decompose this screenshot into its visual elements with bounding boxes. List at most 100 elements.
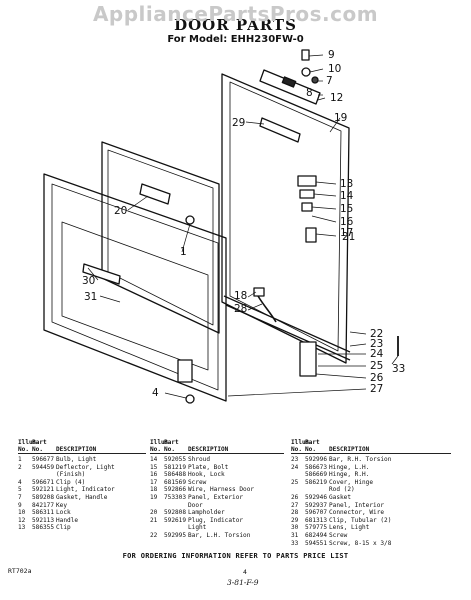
part-number: 596671 xyxy=(32,478,55,486)
interior-panel-recess xyxy=(61,221,209,371)
ordering-note: FOR ORDERING INFORMATION REFER TO PARTS … xyxy=(122,552,349,560)
shroud xyxy=(297,175,317,187)
indicator-plug xyxy=(305,227,317,243)
callout-27: 27 xyxy=(370,383,383,395)
light-lens xyxy=(82,263,121,285)
part-number xyxy=(32,471,56,479)
description-header: DESCRIPTION xyxy=(188,446,229,453)
key xyxy=(301,49,310,61)
callout-17: 17 xyxy=(340,227,353,239)
wire-harness xyxy=(257,295,277,323)
callout-16: 16 xyxy=(340,216,354,228)
illus-no: 29 xyxy=(291,516,299,524)
callout-7: 7 xyxy=(326,75,333,87)
illus-no: 19 xyxy=(150,493,158,501)
part-number: 592995 xyxy=(164,531,187,539)
page-title: DOOR PARTS xyxy=(174,16,297,34)
part-description: Door xyxy=(188,501,203,509)
page-number: 4 xyxy=(243,568,247,576)
callout-4: 4 xyxy=(152,387,159,399)
part-number: 681313 xyxy=(305,516,328,524)
callout-26: 26 xyxy=(370,372,384,384)
part-no-header: Part No. xyxy=(164,439,179,453)
part-description: Cover, Hinge xyxy=(329,478,374,486)
illus-no: 1 xyxy=(18,456,22,463)
illus-no-header: Illus. No. xyxy=(291,439,314,453)
callout-30: 30 xyxy=(82,275,95,287)
illus-no: 9 xyxy=(18,501,22,509)
bolt-plate xyxy=(299,189,315,199)
part-description: Screw xyxy=(329,531,348,539)
parts-header: Illus. No. Part No. DESCRIPTION xyxy=(291,437,451,454)
part-number: 592996 xyxy=(305,456,328,463)
part-description: Light xyxy=(188,524,207,532)
illus-no xyxy=(18,471,32,479)
part-number: 592946 xyxy=(305,493,328,501)
part-number: 586355 xyxy=(32,524,55,532)
exterior-panel xyxy=(221,73,350,364)
part-description: Plate, Bolt xyxy=(188,463,229,471)
callout-22: 22 xyxy=(370,328,383,340)
part-number: 592619 xyxy=(164,516,187,524)
part-description: Connector, Wire xyxy=(329,509,385,517)
illus-no: 13 xyxy=(18,524,26,532)
gasket-frame xyxy=(101,141,220,334)
illus-no: 31 xyxy=(291,531,299,539)
description-header: DESCRIPTION xyxy=(56,446,97,453)
document-id: RT702a xyxy=(8,567,32,575)
parts-row: Door xyxy=(150,502,284,510)
part-description: Hinge, R.H. xyxy=(329,471,370,479)
gasket-frame-inner xyxy=(107,149,214,326)
illus-no: 2 xyxy=(18,463,22,471)
illus-no: 5 xyxy=(18,486,22,494)
illus-no: 33 xyxy=(291,539,299,547)
part-number: 592055 xyxy=(164,456,187,463)
part-description: Lampholder xyxy=(188,509,225,517)
illus-no: 10 xyxy=(18,509,26,517)
callout-24: 24 xyxy=(370,348,384,360)
illus-no: 30 xyxy=(291,524,299,532)
illus-no-header: Illus. No. xyxy=(150,439,173,453)
callout-33: 33 xyxy=(392,363,405,375)
bulb xyxy=(185,215,195,225)
illus-no: 22 xyxy=(150,531,158,539)
callout-20: 20 xyxy=(114,205,127,217)
part-number: 592866 xyxy=(164,486,187,494)
callout-15: 15 xyxy=(340,203,353,215)
illus-no: 16 xyxy=(150,471,158,479)
illus-no: 18 xyxy=(150,486,158,494)
part-description: Clip xyxy=(56,524,71,532)
hinge-left xyxy=(177,359,193,383)
part-number: 682494 xyxy=(305,531,328,539)
illus-no: 7 xyxy=(18,493,22,501)
description-header: DESCRIPTION xyxy=(329,446,370,453)
part-description: Panel, Interior xyxy=(329,501,385,509)
illus-no: 4 xyxy=(18,478,22,486)
part-number: 594551 xyxy=(305,539,328,547)
callout-19: 19 xyxy=(334,112,347,124)
part-description: Hinge, L.H. xyxy=(329,463,370,471)
interior-panel-rim xyxy=(51,183,219,391)
part-no-header: Part No. xyxy=(32,439,47,453)
callout-9: 9 xyxy=(328,49,335,61)
part-number: 592808 xyxy=(164,509,187,517)
